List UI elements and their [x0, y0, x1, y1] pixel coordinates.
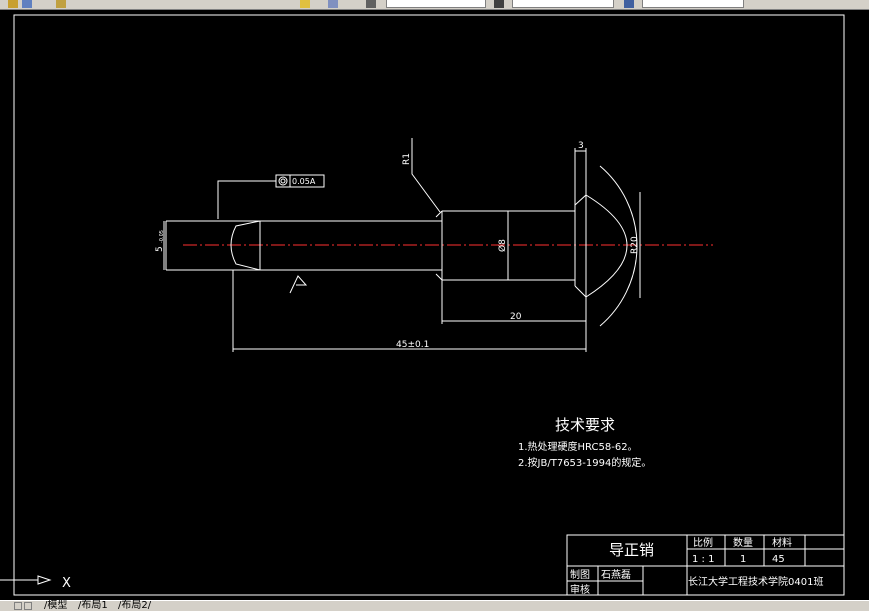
checked-label: 审核 — [570, 583, 590, 596]
drawn-label: 制图 — [570, 568, 590, 581]
tolerance-value: 0.05A — [292, 177, 316, 186]
tech-line-2: 2.按JB/T7653-1994的规定。 — [518, 456, 651, 469]
layout-tab-bar: /模型 /布局1 /布局2/ — [0, 600, 869, 611]
dim-20: 20 — [510, 312, 522, 322]
tab-model-label: 模型 — [47, 600, 68, 611]
tab-model[interactable]: /模型 — [44, 600, 68, 611]
dim-5-tolerance: -0.05 — [159, 230, 165, 243]
tech-line-1: 1.热处理硬度HRC58-62。 — [518, 440, 638, 453]
tech-title: 技术要求 — [555, 416, 615, 434]
school-name: 长江大学工程技术学院0401班 — [688, 575, 823, 588]
qty-value: 1 — [740, 554, 746, 565]
dim-5: 5 — [155, 246, 165, 252]
material-value: 45 — [772, 554, 785, 565]
tab-layout1-label: 布局1 — [81, 600, 108, 611]
dim-45: 45±0.1 — [396, 340, 429, 350]
dim-8: Ø8 — [497, 239, 508, 252]
layer-dropdown[interactable] — [386, 0, 486, 8]
dim-3: 3 — [578, 141, 584, 151]
dim-r1: R1 — [402, 153, 412, 165]
drawing-frame — [13, 14, 845, 596]
tab-layout2[interactable]: /布局2/ — [118, 600, 152, 611]
tab-layout1[interactable]: /布局1 — [78, 600, 108, 611]
ucs-x-label: X — [62, 576, 71, 591]
zoom-icon[interactable] — [328, 0, 338, 8]
pan-icon[interactable] — [300, 0, 310, 8]
tab-prev-button[interactable] — [24, 602, 32, 610]
save-icon[interactable] — [22, 0, 32, 8]
dim-r20: R20 — [630, 236, 640, 254]
title-block — [566, 534, 845, 596]
print-icon[interactable] — [56, 0, 66, 8]
scale-value: 1 : 1 — [692, 554, 714, 565]
qty-label: 数量 — [733, 536, 753, 549]
scale-label: 比例 — [693, 536, 713, 549]
part-name: 导正销 — [609, 541, 654, 559]
tab-layout2-label: 布局2 — [121, 600, 148, 611]
ucs-icon — [0, 575, 52, 585]
linetype-dropdown[interactable] — [642, 0, 744, 8]
color-dropdown[interactable] — [512, 0, 614, 8]
drawing-canvas[interactable]: R1 3 0.05A 5 -0.05 Ø8 R20 20 45±0.1 技术要求… — [0, 9, 869, 600]
layer-icon[interactable] — [366, 0, 376, 8]
part-outline — [165, 165, 638, 327]
drawn-name: 石燕磊 — [601, 569, 631, 581]
dimension-lines — [163, 138, 641, 352]
linetype-icon[interactable] — [624, 0, 634, 8]
material-label: 材料 — [772, 536, 792, 549]
color-icon[interactable] — [494, 0, 504, 8]
open-icon[interactable] — [8, 0, 18, 8]
toolbar — [0, 0, 869, 10]
tab-first-button[interactable] — [14, 602, 22, 610]
